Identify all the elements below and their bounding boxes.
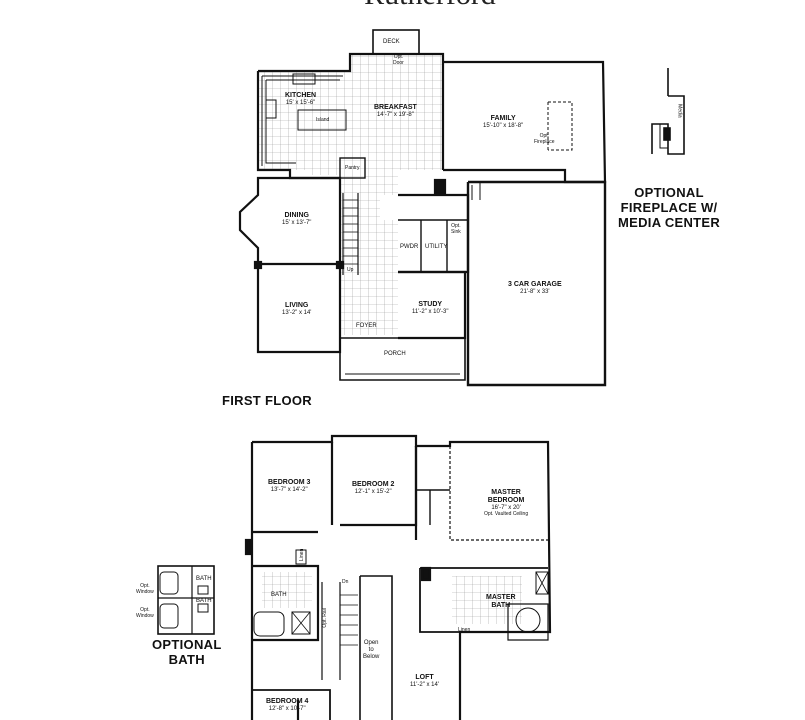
foyer-label: FOYER [356,323,377,329]
deck-label: DECK [383,39,400,45]
pwdr-label: PWDR [400,244,419,250]
bath-label: BATH [271,592,287,598]
pantry-label: Pantry [345,165,360,171]
linen-master-label: Linen [458,627,471,633]
first-floor-heading: FIRST FLOOR [222,393,312,408]
sink [292,73,316,85]
porch-label: PORCH [384,351,406,357]
second-floor-plan [244,434,552,720]
plan-title: Rutherford [340,0,520,12]
tub [253,611,285,637]
opt-rail-label: Opt. Rail [321,608,328,628]
opt-fireplace-label: Opt.Fireplace [534,133,555,145]
optional-fireplace-detail [651,68,685,155]
opt-sink-label: Opt.Sink [451,223,461,235]
optional-bath-bottom-label: BATH [196,598,212,604]
range [265,99,277,119]
island [297,109,347,131]
optional-bath-top-label: BATH [196,576,212,582]
opt-door-label: Opt.Door [393,54,404,66]
opt-window-bottom-label: Opt.Window [136,607,154,619]
opt-window-top-label: Opt.Window [136,583,154,595]
tile-floor [258,54,443,335]
linen-label: Linen [299,548,306,561]
island-label: Island [316,117,330,123]
first-floor-plan [238,29,607,387]
optional-bath-detail [157,565,215,635]
media-label: Media [676,104,683,118]
stair-up-label: Up [347,267,354,273]
dn-label: Dn [342,579,349,585]
utility-label: UTILITY [425,244,448,250]
